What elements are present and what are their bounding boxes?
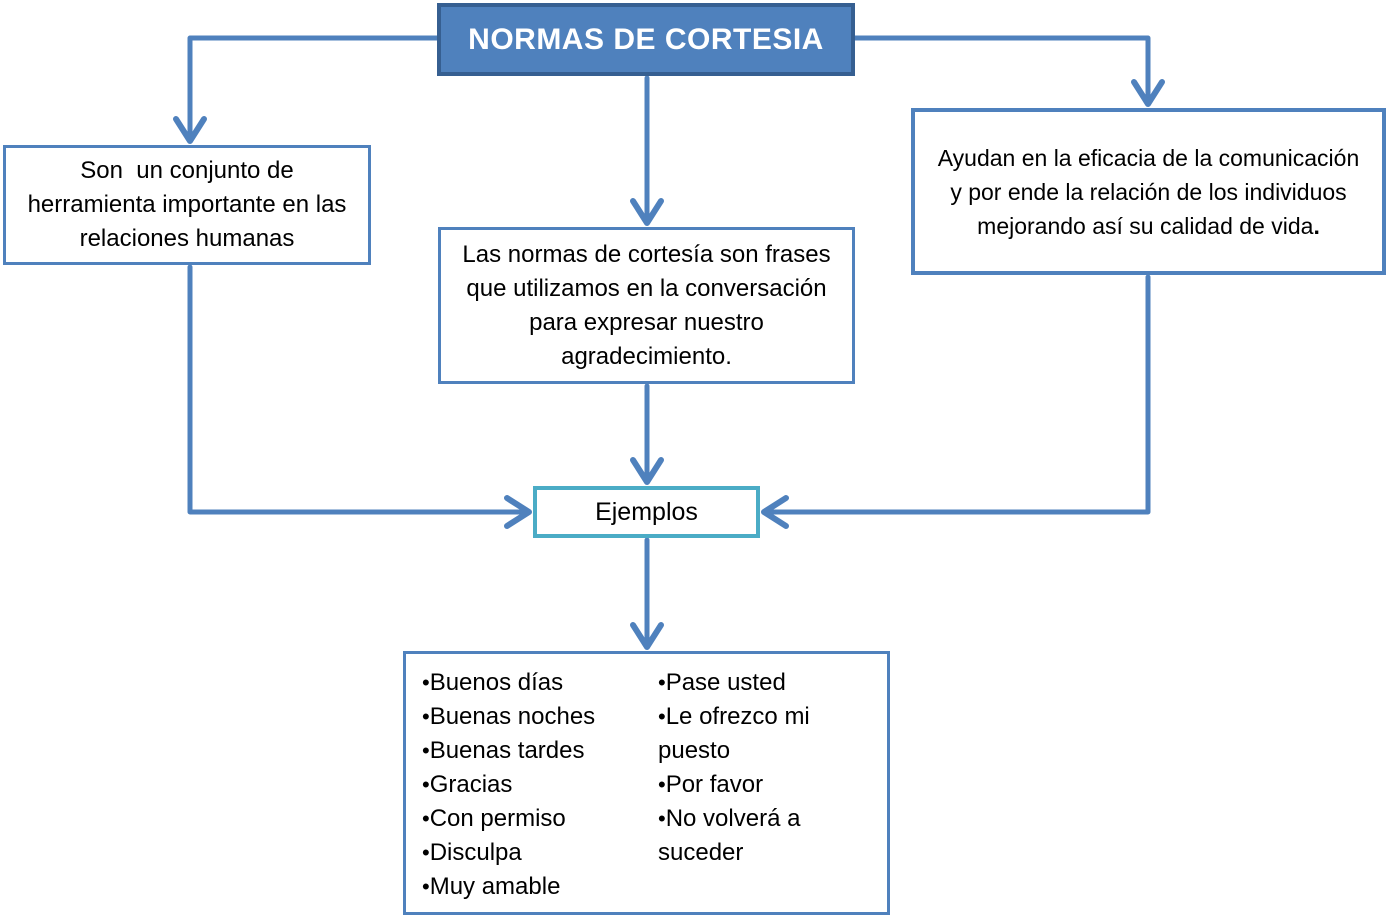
arrow-title-to-right: [852, 35, 1151, 107]
list-item: Buenas noches: [422, 700, 658, 734]
list-item: Disculpa: [422, 836, 658, 870]
title-node: NORMAS DE CORTESIA: [437, 3, 855, 76]
list-item: Con permiso: [422, 802, 658, 836]
right-node-text: Ayudan en la eficacia de la comunicación…: [937, 144, 1360, 239]
center-node-text: Las normas de cortesía son frases que ut…: [462, 240, 831, 370]
example-column-left: Buenos díasBuenas nochesBuenas tardesGra…: [422, 666, 658, 904]
list-item: Buenos días: [422, 666, 658, 700]
arrowhead-down-ejemplos: [630, 457, 664, 485]
list-item: Pase usted: [658, 666, 868, 700]
arrowhead-down-center: [630, 198, 664, 226]
definition-node-left: Son un conjunto de herramienta important…: [3, 145, 371, 265]
list-item: Gracias: [422, 768, 658, 802]
list-item: Muy amable: [422, 870, 658, 904]
list-item: Buenas tardes: [422, 734, 658, 768]
arrowhead-down-left: [173, 116, 207, 144]
examples-list-node: Buenos díasBuenas nochesBuenas tardesGra…: [403, 651, 890, 915]
title-text: NORMAS DE CORTESIA: [468, 22, 824, 56]
arrow-title-to-left: [187, 35, 440, 144]
arrowhead-right-ejemplos: [504, 495, 532, 529]
ejemplos-node: Ejemplos: [533, 486, 760, 538]
right-node-period: .: [1313, 212, 1320, 239]
arrowhead-down-right: [1131, 79, 1165, 107]
list-item: Le ofrezco mi puesto: [658, 700, 868, 768]
arrowhead-down-list: [630, 622, 664, 650]
list-item: No volverá a suceder: [658, 802, 868, 870]
ejemplos-label: Ejemplos: [595, 497, 698, 526]
list-item: Por favor: [658, 768, 868, 802]
example-column-right: Pase ustedLe ofrezco mi puestoPor favorN…: [658, 666, 868, 870]
arrowhead-left-ejemplos: [761, 495, 789, 529]
definition-node-center: Las normas de cortesía son frases que ut…: [438, 227, 855, 384]
left-node-text: Son un conjunto de herramienta important…: [27, 157, 347, 252]
benefit-node-right: Ayudan en la eficacia de la comunicación…: [911, 108, 1386, 275]
